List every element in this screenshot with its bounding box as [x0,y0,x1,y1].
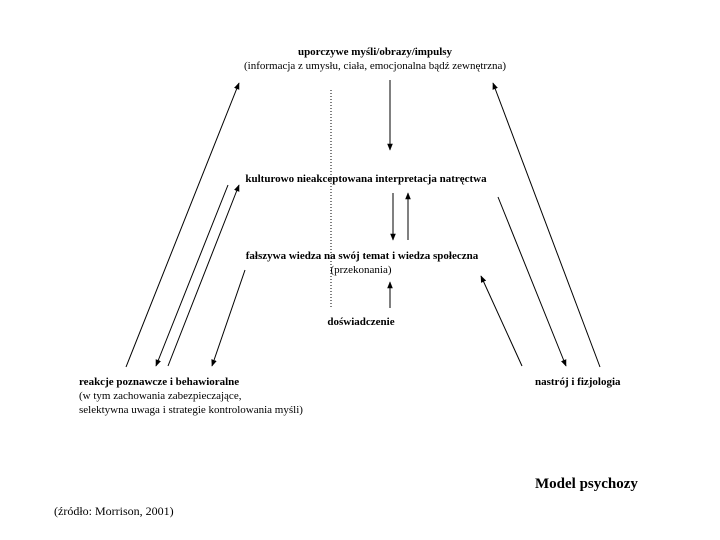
arrow-interpretation-to-reactions [155,184,229,367]
node-top-subtitle: (informacja z umysłu, ciała, emocjonalna… [243,60,507,72]
model-title: Model psychozy [535,476,638,492]
node-top-title: uporczywe myśli/obrazy/impulsy [297,46,453,58]
source-citation: (źródło: Morrison, 2001) [54,504,174,518]
arrow-mood-to-top [492,82,601,368]
arrow-reactions-to-top [125,82,240,368]
arrow-interpretation-to-mood [497,196,567,367]
node-reactions-title: reakcje poznawcze i behawioralne [79,376,240,388]
node-interpretation-title: kulturowo nieakceptowana interpretacja n… [245,173,487,185]
node-mood-title: nastrój i fizjologia [535,376,621,388]
node-reactions-line1: (w tym zachowania zabezpieczające, [79,390,242,402]
arrow-mood-to-beliefs [480,275,523,367]
node-beliefs-title: fałszywa wiedza na swój temat i wiedza s… [245,250,479,262]
node-experience-title: doświadczenie [327,316,395,328]
arrow-reactions-to-interpretation [167,184,240,367]
node-reactions-line2: selektywna uwaga i strategie kontrolowan… [79,404,303,416]
arrow-beliefs-to-reactions [211,269,246,367]
node-beliefs-subtitle: (przekonania) [330,264,392,276]
